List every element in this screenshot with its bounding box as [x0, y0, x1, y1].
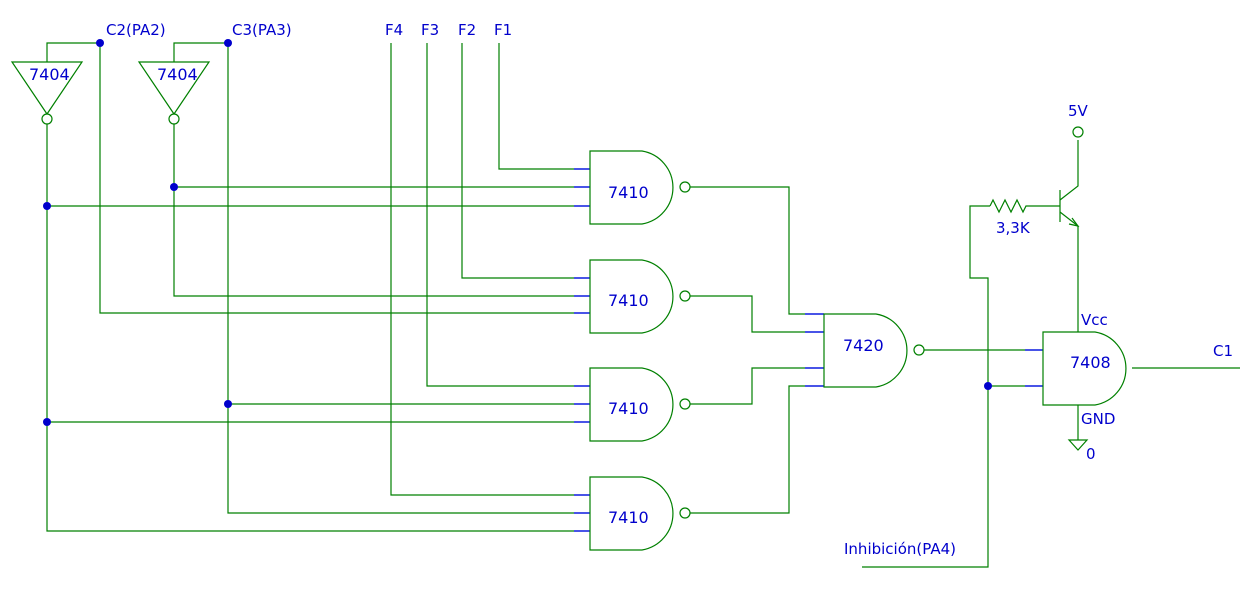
- wire-n1-out: [690, 186, 824, 315]
- wire-n2-out: [690, 295, 824, 333]
- nand-gate-1: 7410: [574, 150, 691, 225]
- gnd-label: GND: [1081, 410, 1115, 428]
- label-f1: F1: [494, 21, 512, 39]
- junction-dot: [224, 39, 232, 47]
- label-c3: C3(PA3): [232, 21, 292, 39]
- transistor: 5V: [1059, 102, 1089, 332]
- wire-f4: [390, 43, 590, 496]
- nand-gate-4input: 7420: [805, 313, 925, 388]
- vcc-label: Vcc: [1081, 311, 1108, 329]
- nand4-label: 7410: [608, 508, 649, 527]
- wire-f2: [461, 43, 590, 279]
- vplus-terminal: [1072, 126, 1084, 138]
- output-label: C1: [1213, 342, 1233, 360]
- wire-f1: [498, 43, 590, 170]
- label-inhibit: Inhibición(PA4): [844, 540, 956, 558]
- junction-dot: [170, 183, 178, 191]
- nand-gate-4: 7410: [574, 476, 691, 551]
- nand4in-label: 7420: [843, 336, 884, 355]
- label-f2: F2: [458, 21, 476, 39]
- wire-inhibit: [862, 205, 990, 568]
- inv-c3-label: 7404: [157, 65, 198, 84]
- junction-dot: [43, 202, 51, 210]
- nand-gate-3: 7410: [574, 367, 691, 442]
- and-gate: 7408 Vcc GND 0: [1025, 311, 1127, 463]
- junction-dot: [43, 418, 51, 426]
- vplus-label: 5V: [1068, 102, 1089, 120]
- wire-n4-out: [690, 385, 824, 514]
- label-f4: F4: [385, 21, 403, 39]
- wire-f3: [426, 43, 590, 387]
- and-label: 7408: [1070, 353, 1111, 372]
- resistor: 3,3K: [989, 198, 1060, 237]
- junction-dot: [984, 382, 992, 390]
- label-f3: F3: [421, 21, 439, 39]
- junction-dot: [96, 39, 104, 47]
- inverter-c2: 7404: [10, 42, 590, 532]
- label-c2: C2(PA2): [106, 21, 166, 39]
- nand3-label: 7410: [608, 399, 649, 418]
- inverter-c3: 7404: [137, 42, 590, 514]
- wire-n3-out: [690, 367, 824, 405]
- ground-value-label: 0: [1086, 445, 1096, 463]
- inv-c2-label: 7404: [29, 65, 70, 84]
- junction-dot: [224, 400, 232, 408]
- nand1-label: 7410: [608, 183, 649, 202]
- nand-gate-2: 7410: [574, 259, 691, 334]
- resistor-label: 3,3K: [996, 219, 1031, 237]
- nand2-label: 7410: [608, 291, 649, 310]
